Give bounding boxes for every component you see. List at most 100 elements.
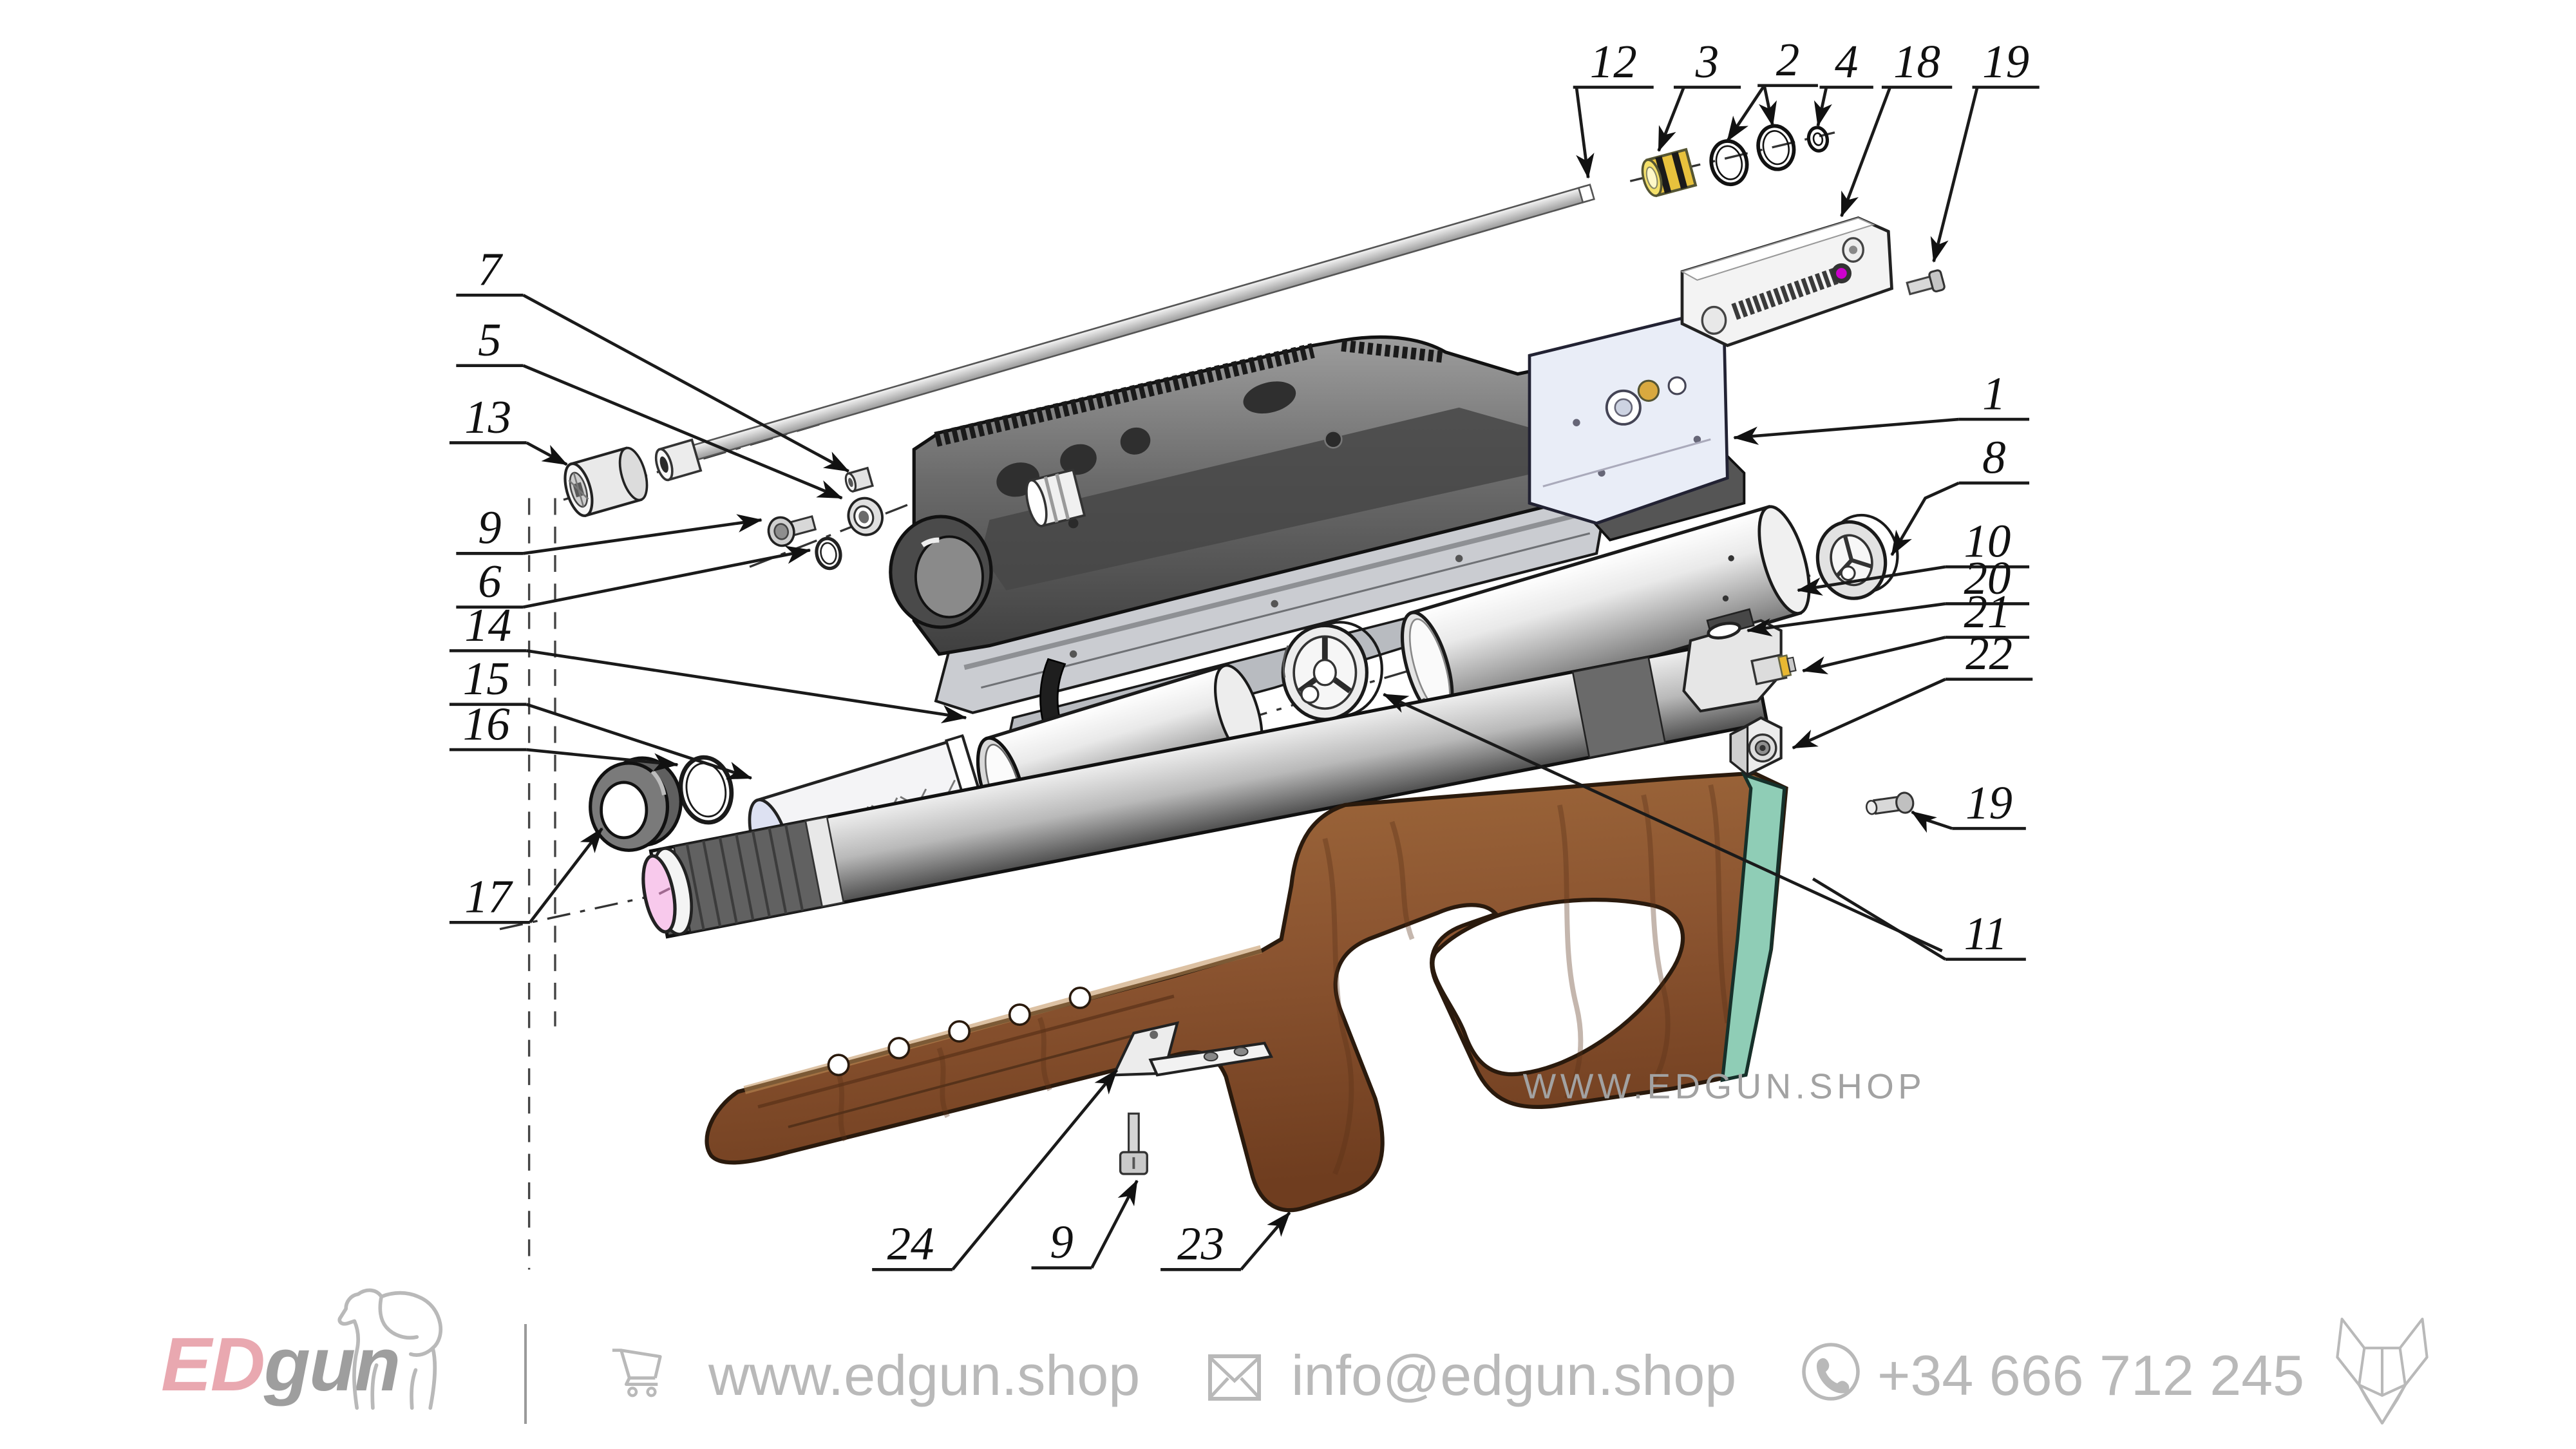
callout-label: 11 (1964, 907, 2008, 960)
callout-16: 16 (449, 697, 679, 772)
callout-20: 20 (1746, 552, 2030, 637)
callout-15: 15 (449, 652, 753, 780)
callout-14: 14 (449, 599, 967, 724)
leader-line (1240, 1211, 1291, 1271)
callout-21: 21 (1801, 585, 2030, 675)
leader-line (529, 828, 603, 923)
callout-3: 3 (1657, 35, 1741, 152)
callout-label: 21 (1964, 585, 2011, 638)
side-plate (1528, 317, 1746, 542)
grip-bracket (1111, 1021, 1274, 1077)
callout-label: 22 (1965, 627, 2012, 679)
callout-5: 5 (456, 314, 843, 500)
leader-line (522, 294, 850, 473)
leader-line (526, 649, 967, 724)
mail-icon[interactable] (1208, 1351, 1262, 1404)
callout-23: 23 (1160, 1211, 1291, 1271)
callout-label: 5 (478, 314, 501, 366)
magenta-seal-dot (1836, 268, 1847, 279)
butt-pad (1720, 772, 1786, 1083)
screw-part-9-bottom (1119, 1112, 1148, 1175)
callout-label: 23 (1177, 1218, 1224, 1270)
callout-8: 8 (1890, 431, 2030, 556)
callout-12: 12 (1573, 35, 1654, 179)
callout-label: 19 (1982, 35, 2029, 88)
leader-line (1726, 84, 1766, 142)
valve-block (1682, 608, 1797, 713)
phone-number[interactable]: +34 666 712 245 (1877, 1343, 2305, 1407)
o-ring-part-6 (815, 536, 842, 571)
callout-7: 7 (456, 243, 850, 473)
leader-line (1575, 87, 1595, 179)
callout-17: 17 (449, 828, 603, 924)
callout-label: 9 (478, 502, 501, 554)
leader-line (1758, 85, 1777, 127)
email-link[interactable]: info@edgun.shop (1291, 1343, 1737, 1407)
leader-line (526, 703, 753, 780)
ring-part-17 (589, 756, 683, 852)
leader-line (1911, 810, 1953, 833)
callout-label: 3 (1695, 35, 1719, 88)
leader-line (1814, 86, 1832, 127)
pin-part-7 (844, 466, 874, 493)
breech-block (1680, 216, 1893, 347)
callout-1: 1 (1733, 367, 2030, 445)
callout-label: 13 (464, 391, 511, 443)
watermark: WWW.EDGUN.SHOP (1523, 1066, 1926, 1106)
callout-4: 4 (1814, 35, 1873, 127)
callout-label: 18 (1893, 35, 1940, 88)
mount-block (1729, 716, 1783, 777)
cart-icon[interactable] (609, 1343, 665, 1399)
callout-label: 4 (1835, 35, 1858, 88)
screw-part-9-left (767, 515, 817, 547)
leader-line (1801, 636, 1946, 675)
callout-label: 8 (1982, 431, 2005, 483)
callout-label: 7 (478, 243, 503, 296)
callout-label: 24 (887, 1218, 934, 1270)
callout-6: 6 (456, 545, 811, 609)
callout-label: 17 (464, 871, 513, 923)
air-bottle (641, 635, 1770, 939)
callout-18: 18 (1840, 35, 1953, 218)
callout-label: 10 (1964, 515, 2011, 567)
leader-line (522, 364, 843, 500)
leader-line (526, 441, 568, 466)
website-link[interactable]: www.edgun.shop (708, 1343, 1141, 1407)
brass-fitting (1641, 147, 1698, 198)
callout-9: 9 (1031, 1179, 1139, 1270)
o-ring-part-4 (1806, 126, 1830, 153)
leader-line (1812, 877, 1947, 961)
o-ring-part-20 (1707, 621, 1741, 639)
callout-label: 6 (478, 555, 502, 607)
callout-9: 9 (456, 502, 762, 555)
callout-13: 13 (449, 391, 568, 466)
leader-line (1930, 86, 1979, 263)
receiver (889, 335, 1604, 761)
callout-22: 22 (1792, 627, 2033, 750)
barrel-muzzle-collar (654, 438, 703, 482)
leader-line (1657, 86, 1685, 152)
callout-label: 12 (1590, 35, 1637, 88)
leader-line (523, 545, 811, 609)
callout-2: 2 (1726, 33, 1818, 142)
leader-line (526, 748, 679, 772)
leader-line (1792, 677, 1946, 750)
piston-disc (1281, 621, 1383, 721)
dog-logo-icon (337, 1288, 443, 1410)
o-ring-part-2b (1756, 124, 1796, 171)
wolf-logo-icon (2336, 1318, 2429, 1425)
end-cap (1815, 513, 1899, 600)
leader-line (523, 514, 762, 555)
callout-19: 19 (1911, 777, 2026, 833)
callout-label: 16 (463, 697, 510, 750)
callout-10: 10 (1797, 515, 2030, 596)
footer-divider (524, 1324, 527, 1424)
callout-label: 9 (1050, 1216, 1073, 1268)
phone-icon[interactable] (1800, 1341, 1862, 1403)
callout-label: 1 (1982, 367, 2005, 419)
leader-line (1840, 86, 1892, 218)
leader-line (1746, 602, 1946, 637)
wood-grain (836, 784, 1730, 1175)
